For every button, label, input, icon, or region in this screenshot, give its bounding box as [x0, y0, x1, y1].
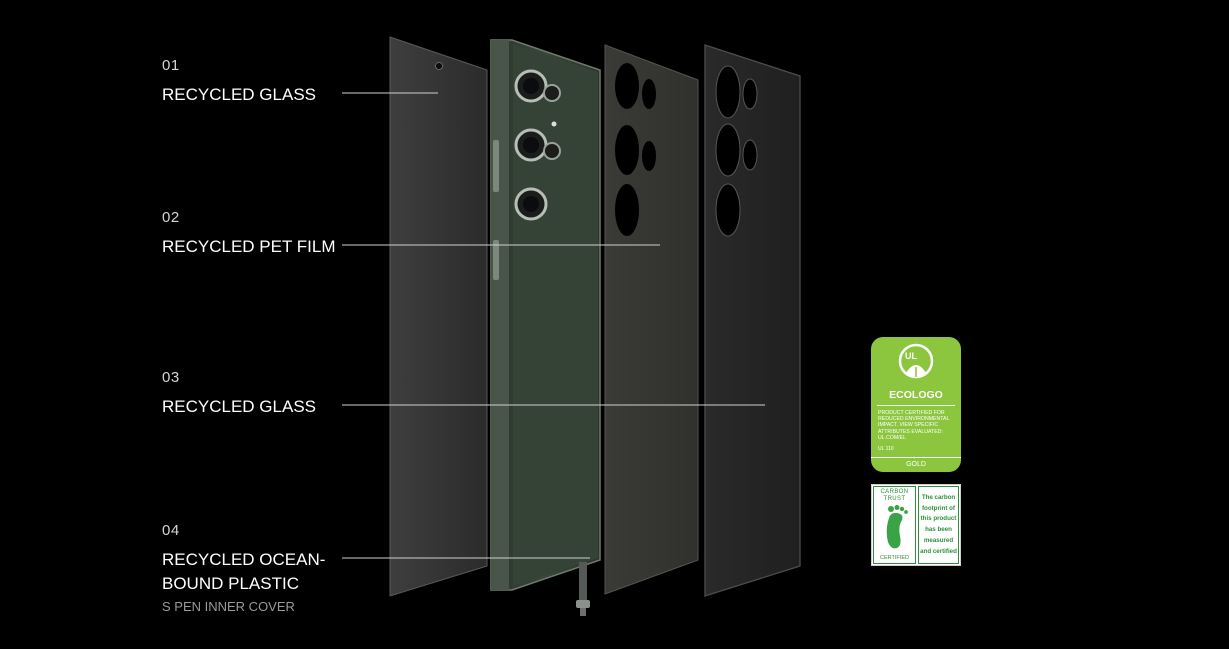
- layer-subtitle: S PEN INNER COVER: [162, 599, 295, 614]
- ecologo-level: GOLD: [871, 457, 961, 472]
- volume-button: [493, 240, 499, 280]
- power-button: [493, 140, 499, 192]
- divider: [877, 405, 955, 406]
- ul-leaf-icon: [898, 343, 934, 379]
- carbon-trust-badge: CARBON TRUST CERTIFIED The carbon footpr…: [871, 484, 961, 566]
- layer-label-03: 03 RECYCLED GLASS: [162, 369, 316, 419]
- punch-hole-icon: [435, 62, 443, 70]
- ecologo-name: ECOLOGO: [889, 389, 943, 401]
- layer-label-01: 01 RECYCLED GLASS: [162, 57, 316, 107]
- phone-back-panel: [513, 44, 598, 586]
- layer-label-04: 04 RECYCLED OCEAN- BOUND PLASTIC S PEN I…: [162, 522, 325, 614]
- layer-number: 04: [162, 522, 180, 539]
- ecologo-badge: UL ECOLOGO PRODUCT CERTIFIED FOR REDUCED…: [871, 337, 961, 472]
- ul-mark: UL: [905, 351, 917, 361]
- layer-title: RECYCLED GLASS: [162, 397, 316, 416]
- ecologo-description: PRODUCT CERTIFIED FOR REDUCED ENVIRONMEN…: [878, 410, 950, 441]
- layer-title: RECYCLED GLASS: [162, 85, 316, 104]
- layer-number: 01: [162, 57, 180, 74]
- back-glass-camera-cutouts: [715, 65, 758, 237]
- carbon-trust-heading: CARBON TRUST: [880, 489, 909, 502]
- layer-title: RECYCLED OCEAN- BOUND PLASTIC: [162, 550, 326, 593]
- carbon-trust-certified: CERTIFIED: [880, 555, 909, 561]
- s-pen-tip: [576, 562, 590, 616]
- carbon-trust-statement: The carbon footprint of this product has…: [918, 486, 959, 564]
- ecologo-standard: UL 110: [878, 446, 894, 452]
- layer-title: RECYCLED PET FILM: [162, 237, 336, 256]
- carbon-trust-logo: CARBON TRUST CERTIFIED: [873, 486, 916, 564]
- layer-number: 03: [162, 369, 180, 386]
- layer-number: 02: [162, 209, 180, 226]
- phone-side-rail: [491, 40, 509, 590]
- film-camera-cutouts: [615, 63, 656, 236]
- camera-module: [514, 69, 561, 221]
- footprint-icon: [886, 505, 908, 549]
- layer-01-glass-panel: [389, 36, 488, 597]
- layer-02-film-panel: [604, 44, 699, 595]
- layer-03-back-glass-panel: [704, 44, 801, 597]
- carbon-trust-message: The carbon footprint of this product has…: [920, 494, 957, 555]
- layer-label-02: 02 RECYCLED PET FILM: [162, 209, 336, 259]
